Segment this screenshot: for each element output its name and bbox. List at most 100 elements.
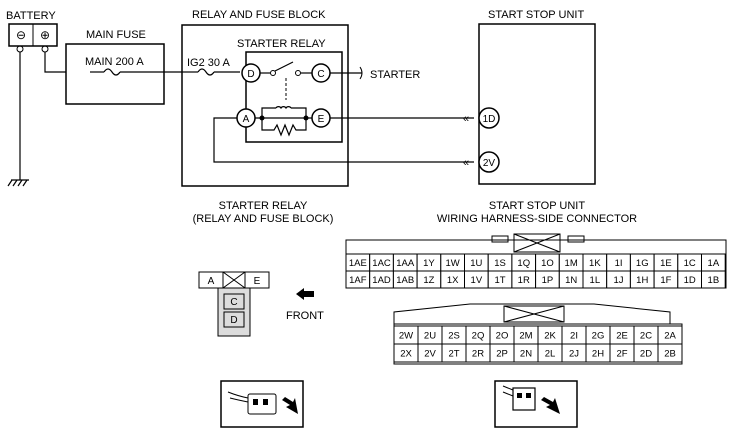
connector-1-pin-label: 1AC [372, 258, 391, 269]
connector-1-face: 1AE 1AC 1AA 1Y 1W 1U 1S 1Q 1O 1M 1K 1I 1G 1E 1C 1A 1AF 1A… [345, 233, 727, 289]
connector-2-pin-label: 2W [399, 331, 413, 342]
main-fuse-icon [90, 68, 164, 76]
connector-1-pin-label: 1V [471, 275, 483, 286]
connector-2-pin-label: 2U [424, 331, 436, 342]
ig2-fuse-icon [182, 68, 240, 76]
ssu-connector-caption-1: START STOP UNIT [489, 200, 585, 212]
start-stop-unit-title: START STOP UNIT [488, 9, 584, 21]
connector-2-pin-label: 2J [569, 349, 579, 360]
svg-text:E: E [318, 114, 325, 125]
battery-symbol: ⊖ ⊕ [8, 23, 58, 47]
connector-2-pin-label: 2H [592, 349, 604, 360]
connector-1-pin-label: 1AB [396, 275, 414, 286]
svg-text:E: E [254, 276, 261, 287]
connector-1-pin-label: 1I [615, 258, 623, 269]
connector-1-pin-label: 1D [684, 275, 696, 286]
connector-2-pin-label: 2G [592, 331, 605, 342]
connector-1-pin-label: 1B [708, 275, 720, 286]
front-arrow-icon [296, 288, 314, 300]
battery-positive-icon: ⊕ [40, 28, 50, 42]
connector-1-pin-label: 1AF [349, 275, 367, 286]
svg-text:2V: 2V [483, 158, 496, 169]
connector-1-pin-label: 1O [541, 258, 554, 269]
starter-relay-box [245, 51, 343, 143]
connector-1-pin-label: 1R [518, 275, 530, 286]
svg-text:«: « [463, 113, 469, 125]
relay-connector-face: A E C D [198, 271, 270, 337]
relay-connector-caption-2: (RELAY AND FUSE BLOCK) [193, 213, 334, 225]
connector-1-pin-label: 1AA [396, 258, 415, 269]
battery-label: BATTERY [6, 10, 56, 22]
svg-text:A: A [208, 276, 215, 287]
connector-1-pin-label: 1C [684, 258, 696, 269]
svg-text:C: C [230, 297, 237, 308]
connector-1-pin-label: 1AE [349, 258, 367, 269]
connector-2-pin-label: 2D [640, 349, 652, 360]
connector-1-pin-label: 1T [495, 275, 506, 286]
starter-relay-label: STARTER RELAY [237, 38, 326, 50]
connector-2-pin-label: 2Q [472, 331, 485, 342]
ig2-fuse-label: IG2 30 A [187, 57, 230, 69]
connector-1-pin-label: 1Q [517, 258, 530, 269]
connector-1-pin-label: 1AD [372, 275, 391, 286]
connector-1-pin-label: 1U [470, 258, 482, 269]
relay-connector-caption-1: STARTER RELAY [219, 200, 308, 212]
relay-connector-illustration [220, 380, 304, 428]
connector-1-pin-label: 1N [565, 275, 577, 286]
connector-1-pin-label: 1F [660, 275, 671, 286]
connector-2-pin-label: 2C [640, 331, 652, 342]
connector-2-pin-label: 2O [496, 331, 509, 342]
connector-1-pin-label: 1E [660, 258, 672, 269]
unit-pin-2v [478, 151, 500, 173]
connector-2-pin-label: 2I [570, 331, 578, 342]
main-fuse-box [65, 43, 165, 105]
relay-switch-icon [260, 61, 312, 100]
connector-2-pin-label: 2X [400, 349, 412, 360]
connector-1-pin-label: 1W [446, 258, 460, 269]
svg-text:A: A [243, 114, 250, 125]
svg-text:«: « [463, 157, 469, 169]
front-label: FRONT [286, 310, 324, 322]
relay-block-title: RELAY AND FUSE BLOCK [192, 9, 326, 21]
connector-1-pin-label: 1K [589, 258, 601, 269]
ssu-connector-illustration [494, 380, 578, 428]
connector-1-cell [701, 270, 726, 289]
connector-1-pin-label: 1S [494, 258, 506, 269]
main-fuse-title: MAIN FUSE [86, 29, 146, 41]
connector-1-pin-label: 1X [447, 275, 459, 286]
unit-pin-1d [478, 107, 500, 129]
connector-1-pin-label: 1A [708, 258, 720, 269]
connector-2-pin-label: 2L [545, 349, 556, 360]
connector-1-pin-label: 1J [614, 275, 624, 286]
connector-2-pin-label: 2B [664, 349, 676, 360]
wire-a-2v [213, 117, 474, 163]
svg-text:D: D [247, 69, 254, 80]
connector-2-pin-label: 2A [664, 331, 676, 342]
connector-1-pin-label: 1H [636, 275, 648, 286]
svg-text:1D: 1D [483, 114, 496, 125]
connector-2-pin-label: 2M [519, 331, 532, 342]
connector-2-pin-label: 2S [448, 331, 460, 342]
connector-2-cell [657, 343, 683, 363]
starter-label: STARTER [370, 69, 420, 81]
relay-coil-icon [255, 106, 312, 137]
connector-1-pin-label: 1G [636, 258, 649, 269]
connector-2-pin-label: 2E [616, 331, 628, 342]
connector-2-pin-label: 2N [520, 349, 532, 360]
ssu-connector-caption-2: WIRING HARNESS-SIDE CONNECTOR [437, 213, 637, 225]
connector-1-pin-label: 1Y [423, 258, 435, 269]
battery-negative-icon: ⊖ [16, 28, 26, 42]
connector-1-pin-label: 1Z [423, 275, 434, 286]
connector-2-pin-label: 2V [424, 349, 436, 360]
connector-2-pin-label: 2K [544, 331, 556, 342]
connector-1-pin-label: 1M [565, 258, 578, 269]
starter-break-icon [359, 66, 363, 80]
connector-1-pin-label: 1P [542, 275, 554, 286]
connector-2-pin-label: 2P [496, 349, 508, 360]
connector-2-pin-label: 2F [616, 349, 627, 360]
connector-1-pin-label: 1L [590, 275, 601, 286]
svg-text:C: C [317, 69, 324, 80]
